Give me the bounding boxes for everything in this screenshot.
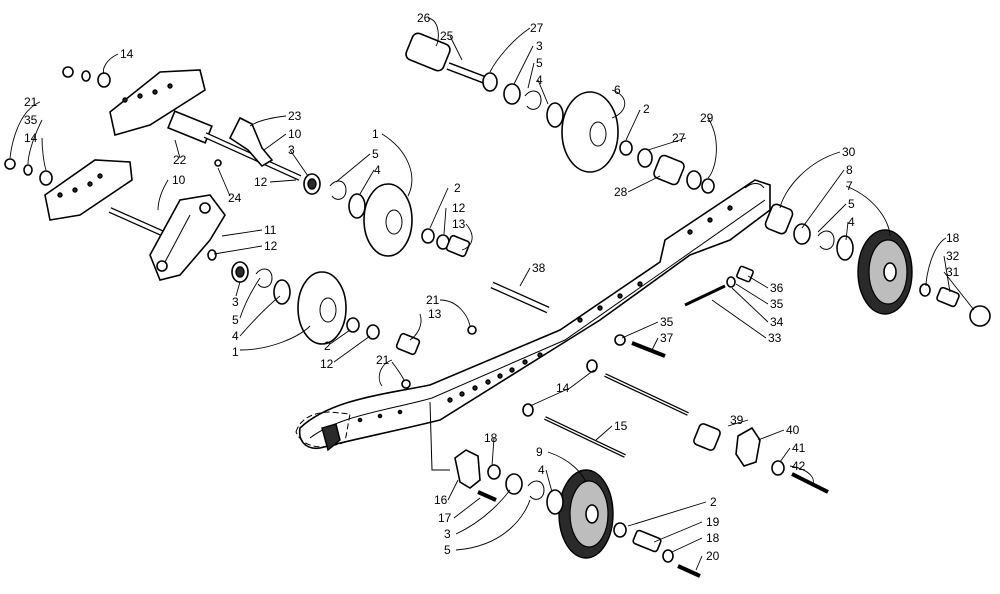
callout-17: 17 (438, 511, 452, 525)
callout-5: 5 (372, 147, 379, 161)
callout-10: 10 (172, 173, 186, 187)
callout-41: 41 (792, 441, 806, 455)
callout-2: 2 (710, 495, 717, 509)
callout-5: 5 (848, 197, 855, 211)
callout-24: 24 (228, 191, 242, 205)
callout-28: 28 (614, 185, 628, 199)
callout-3: 3 (536, 39, 543, 53)
callout-1: 1 (372, 127, 379, 141)
rail-holes (357, 205, 733, 423)
callout-19: 19 (706, 515, 720, 529)
callout-11: 11 (264, 223, 277, 237)
callout-37: 37 (660, 331, 674, 345)
idler-wheel-6 (561, 91, 619, 173)
slide-rail (295, 179, 771, 452)
front-rail-fragment-upper (109, 69, 206, 137)
callout-16: 16 (434, 493, 448, 507)
shaft-38 (490, 281, 550, 314)
callout-7: 7 (846, 179, 853, 193)
callout-42: 42 (792, 459, 806, 473)
callout-29: 29 (700, 111, 714, 125)
callout-9: 9 (536, 445, 543, 459)
callout-22: 22 (173, 153, 187, 167)
callout-2: 2 (324, 339, 331, 353)
callout-21: 21 (426, 293, 440, 307)
callout-35: 35 (660, 315, 674, 329)
pivot-arm-23 (228, 116, 274, 168)
callout-4: 4 (232, 329, 239, 343)
callout-21: 21 (376, 353, 390, 367)
callout-3: 3 (444, 527, 451, 541)
callout-35: 35 (24, 113, 38, 127)
callout-15: 15 (614, 419, 628, 433)
callout-12: 12 (320, 357, 334, 371)
callout-2: 2 (643, 102, 650, 116)
callout-3: 3 (288, 143, 295, 157)
idler-wheel-1-upper (363, 183, 413, 257)
callout-5: 5 (232, 313, 239, 327)
callout-14: 14 (24, 131, 38, 145)
callout-4: 4 (538, 463, 545, 477)
spoked-wheel-9 (558, 469, 614, 559)
callout-31: 31 (946, 265, 960, 279)
callout-35: 35 (770, 297, 784, 311)
callout-39: 39 (730, 413, 744, 427)
callout-12: 12 (452, 201, 466, 215)
callout-6: 6 (614, 83, 621, 97)
callout-8: 8 (846, 163, 853, 177)
callout-32: 32 (946, 249, 960, 263)
callout-1: 1 (232, 345, 239, 359)
callout-20: 20 (706, 549, 720, 563)
leader-lines (9, 17, 975, 571)
callout-34: 34 (770, 315, 784, 329)
callout-33: 33 (768, 331, 782, 345)
callout-40: 40 (786, 423, 800, 437)
callout-38: 38 (532, 261, 546, 275)
callout-36: 36 (770, 281, 784, 295)
callout-10: 10 (288, 127, 302, 141)
pivot-arm-11 (149, 194, 226, 281)
callout-12: 12 (264, 239, 278, 253)
callout-21: 21 (24, 95, 38, 109)
callout-labels: 26 25 27 3 5 4 6 2 29 27 28 14 21 35 14 … (24, 11, 960, 563)
callout-4: 4 (536, 73, 543, 87)
callout-12: 12 (254, 175, 268, 189)
callout-26: 26 (417, 11, 431, 25)
callout-4: 4 (848, 215, 855, 229)
wear-strip (295, 411, 351, 448)
callout-18: 18 (484, 431, 498, 445)
callout-2: 2 (454, 181, 461, 195)
callout-14: 14 (120, 47, 134, 61)
callout-5: 5 (444, 543, 451, 557)
callout-4: 4 (374, 163, 381, 177)
idler-wheel-1-lower (297, 271, 347, 345)
callout-13: 13 (452, 217, 466, 231)
callout-5: 5 (536, 56, 543, 70)
callout-27: 27 (530, 21, 544, 35)
callout-3: 3 (232, 295, 239, 309)
callout-27: 27 (672, 131, 686, 145)
spoked-wheel-7 (857, 229, 913, 315)
callout-13: 13 (428, 307, 442, 321)
shaft-10-upper (203, 132, 302, 181)
callout-14: 14 (556, 381, 570, 395)
callout-30: 30 (842, 145, 856, 159)
callout-18: 18 (706, 531, 720, 545)
callout-23: 23 (288, 109, 302, 123)
callout-25: 25 (440, 29, 454, 43)
front-rail-fragment-lower (44, 159, 133, 221)
callout-18: 18 (946, 231, 960, 245)
small-parts (4, 66, 991, 578)
